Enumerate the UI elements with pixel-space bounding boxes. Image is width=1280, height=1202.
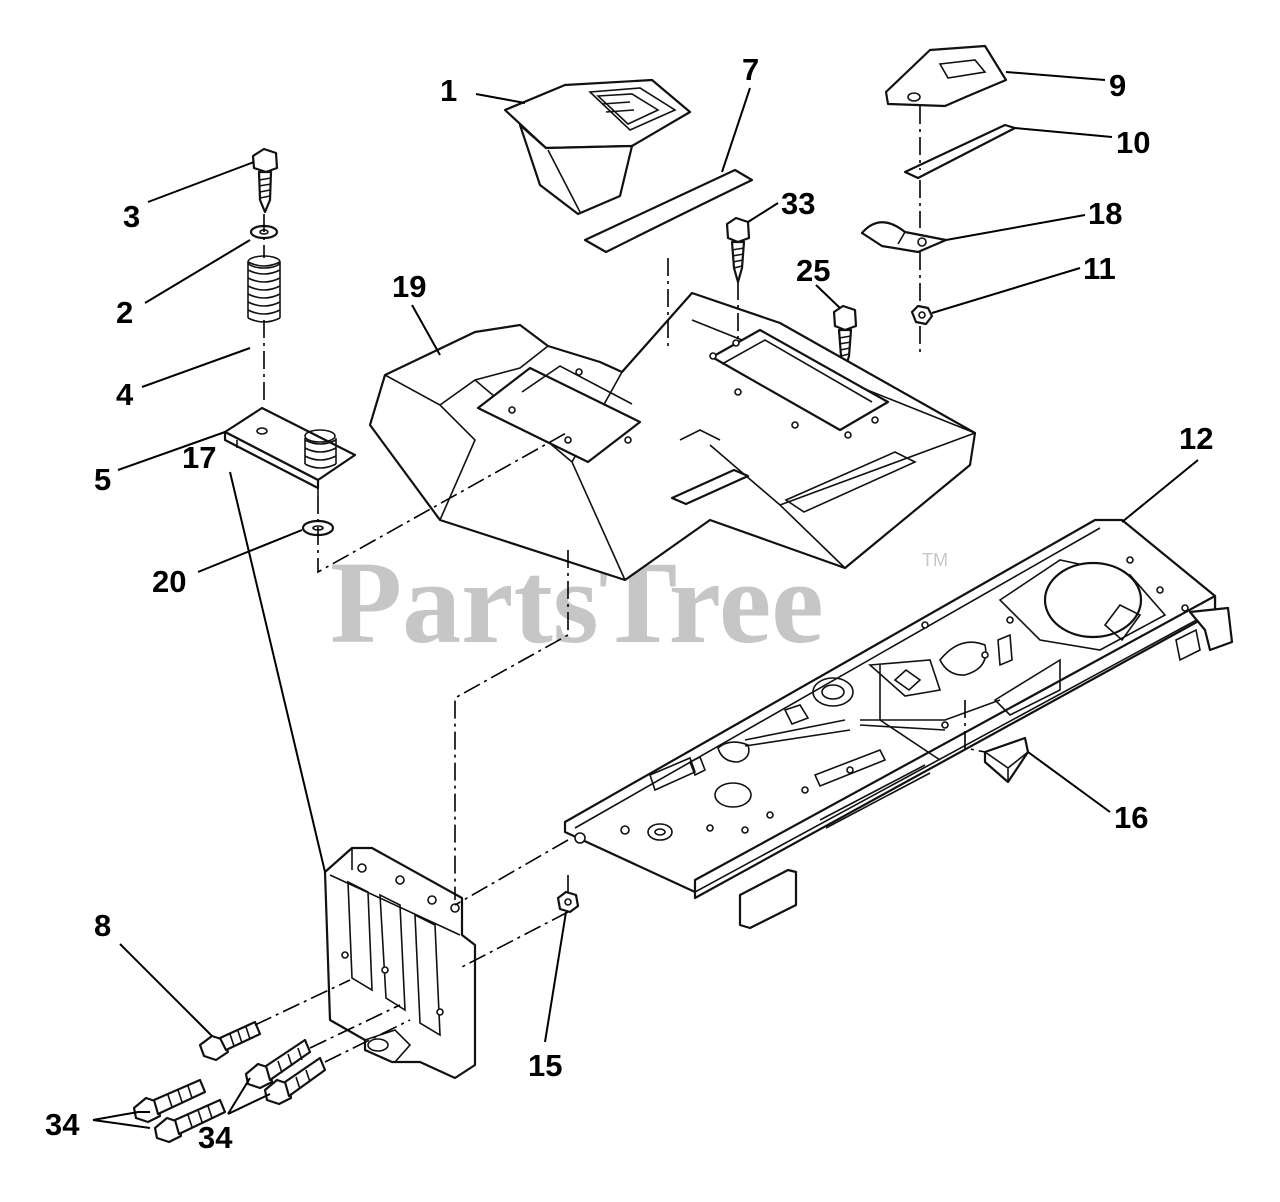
callout-11: 11 xyxy=(1083,251,1116,286)
part-33-screw[interactable] xyxy=(725,216,751,284)
callout-19: 19 xyxy=(392,269,426,304)
callout-1: 1 xyxy=(440,73,457,108)
leader-lines xyxy=(92,71,1199,1129)
part-18-bracket[interactable] xyxy=(860,221,948,254)
part-25-screw[interactable] xyxy=(832,304,858,372)
callout-18: 18 xyxy=(1088,196,1122,231)
part-11-nut[interactable] xyxy=(910,304,934,326)
part-12-frame[interactable] xyxy=(563,518,1234,930)
callout-labels: 1 7 9 10 33 18 3 25 11 19 2 4 12 5 20 17… xyxy=(45,52,1213,1155)
part-19-fender[interactable] xyxy=(368,291,977,582)
callout-4: 4 xyxy=(116,377,134,412)
part-4-spring[interactable] xyxy=(247,255,281,323)
callout-34-right: 34 xyxy=(198,1120,233,1155)
part-10-plate[interactable] xyxy=(903,123,1017,180)
callout-5: 5 xyxy=(94,462,111,497)
callout-10: 10 xyxy=(1116,125,1150,160)
callout-33: 33 xyxy=(781,186,815,221)
callout-8: 8 xyxy=(94,908,111,943)
callout-17: 17 xyxy=(182,440,216,475)
part-9-cover[interactable] xyxy=(884,44,1008,108)
part-1-tray[interactable] xyxy=(503,78,692,216)
part-5-plate[interactable] xyxy=(223,406,357,496)
part-16-bumper[interactable] xyxy=(983,736,1030,784)
part-3-bolt[interactable] xyxy=(251,147,279,214)
part-7-decal[interactable] xyxy=(583,168,754,254)
part-34-bolts[interactable] xyxy=(132,1038,327,1144)
part-15-nut[interactable] xyxy=(556,890,580,914)
watermark-trademark: TM xyxy=(922,550,948,570)
callout-15: 15 xyxy=(528,1048,562,1083)
part-17-bracket[interactable] xyxy=(323,846,477,1080)
callout-16: 16 xyxy=(1114,800,1148,835)
assembly-centerlines xyxy=(254,106,986,1063)
callout-34-left: 34 xyxy=(45,1107,80,1142)
callout-3: 3 xyxy=(123,199,140,234)
callout-9: 9 xyxy=(1109,68,1126,103)
callout-20: 20 xyxy=(152,564,186,599)
part-8-bolt[interactable] xyxy=(198,1020,262,1062)
callout-7: 7 xyxy=(742,52,759,87)
callout-2: 2 xyxy=(116,295,133,330)
callout-12: 12 xyxy=(1179,421,1213,456)
callout-25: 25 xyxy=(796,253,830,288)
